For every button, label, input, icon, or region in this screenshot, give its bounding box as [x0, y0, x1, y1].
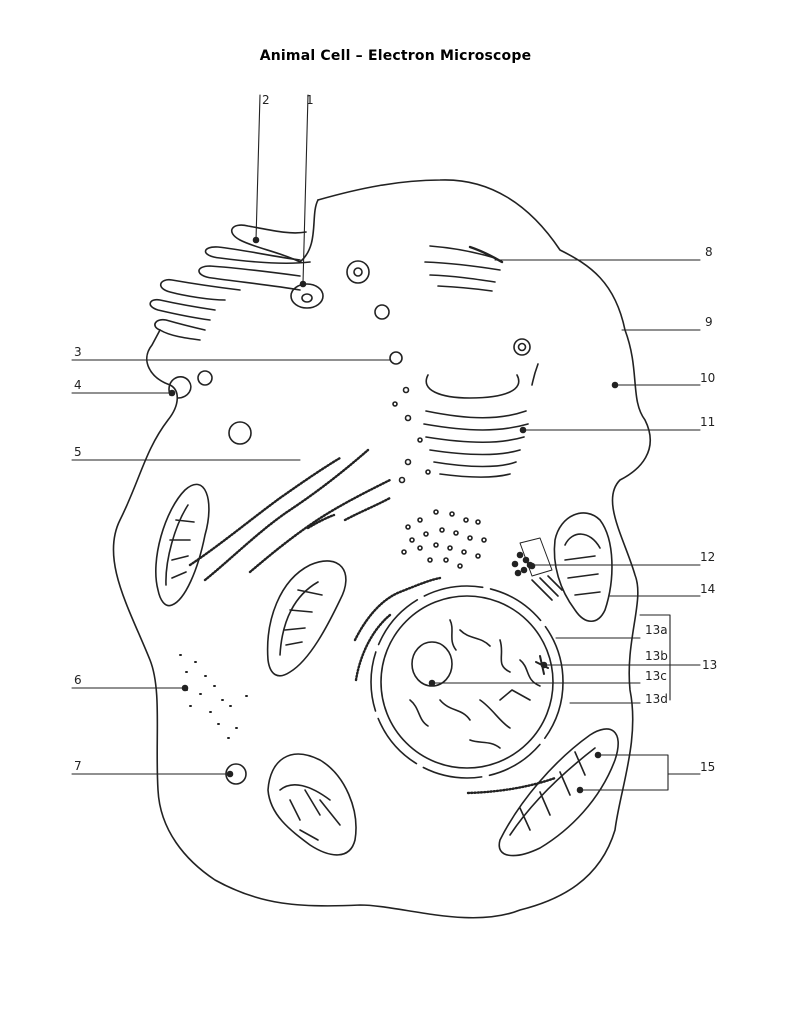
label-7: 7 — [74, 759, 82, 773]
golgi-apparatus — [423, 363, 539, 478]
microvilli — [149, 199, 319, 341]
label-12: 12 — [700, 550, 715, 564]
nucleus — [370, 585, 564, 779]
label-13: 13 — [702, 658, 717, 672]
label-4: 4 — [74, 378, 82, 392]
nucleolus — [411, 641, 453, 687]
label-6: 6 — [74, 673, 82, 687]
label-1: 1 — [306, 93, 314, 107]
membrane-indentation — [168, 376, 192, 399]
cell-membrane — [112, 179, 651, 919]
ribosomes — [401, 509, 487, 569]
rough-endoplasmic-reticulum — [188, 448, 557, 795]
label-11: 11 — [700, 415, 715, 429]
label-leader-lines — [71, 94, 701, 791]
label-3: 3 — [74, 345, 82, 359]
label-13b: 13b — [645, 649, 668, 663]
mitochondria — [155, 483, 619, 857]
label-5: 5 — [74, 445, 82, 459]
page-title: Animal Cell – Electron Microscope — [259, 48, 532, 64]
label-9: 9 — [705, 315, 713, 329]
label-13d: 13d — [645, 692, 668, 706]
label-14: 14 — [700, 582, 715, 596]
label-13c: 13c — [645, 669, 667, 683]
label-10: 10 — [700, 371, 715, 385]
label-8: 8 — [705, 245, 713, 259]
pinocytic-vesicle — [290, 283, 324, 309]
label-13a: 13a — [645, 623, 668, 637]
label-2: 2 — [262, 93, 270, 107]
glycogen-particles — [179, 654, 248, 739]
label-15: 15 — [700, 760, 715, 774]
small-golgi-stack — [424, 245, 504, 292]
